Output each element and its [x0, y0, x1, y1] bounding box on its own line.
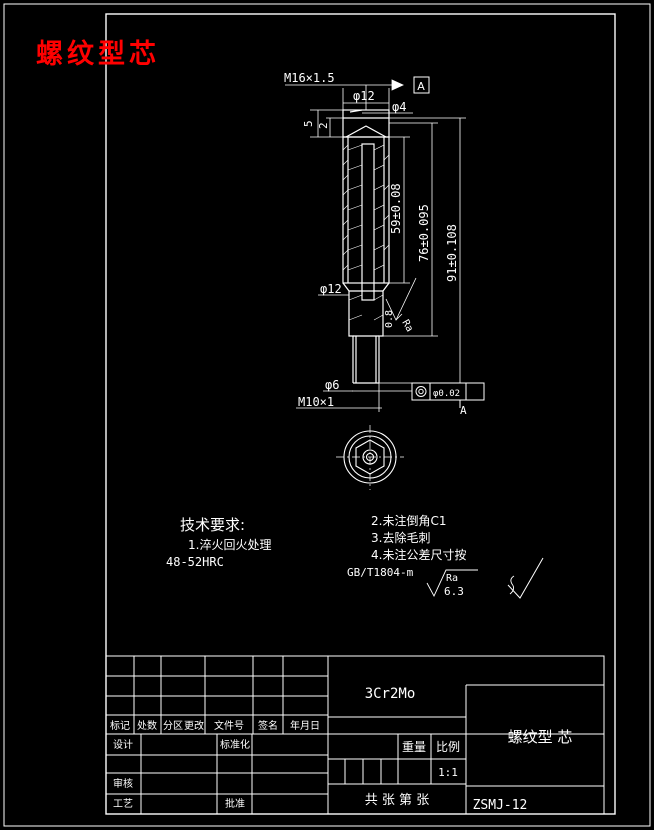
dim-2: 2 — [317, 122, 330, 129]
dim-thread-top: M16×1.5 — [284, 71, 335, 85]
tb-weight-label: 重量 — [402, 740, 426, 754]
datum-label: A — [417, 80, 425, 93]
outer-frame — [3, 3, 651, 827]
tb-r-process: 工艺 — [113, 798, 133, 810]
rough-label: Ra — [399, 318, 415, 334]
req-ra-value: 6.3 — [444, 585, 464, 598]
tb-scale-value: 1:1 — [438, 766, 458, 779]
req-item1b: 48-52HRC — [166, 555, 224, 569]
req-item4b: GB/T1804-m — [347, 566, 414, 579]
tolerance-frame — [411, 382, 485, 408]
tb-h-mark: 标记 — [110, 720, 130, 732]
rough-value: 0.8 — [384, 310, 395, 328]
dim-5: 5 — [302, 120, 315, 127]
technical-requirements: 技术要求: 1.淬火回火处理 48-52HRC 2.未注倒角C1 3.去除毛刺 … — [166, 513, 544, 599]
tb-r-review: 审核 — [113, 777, 133, 790]
part-top-view — [336, 425, 404, 490]
req-ra-label: Ra — [446, 573, 458, 584]
req-item1: 1.淬火回火处理 — [188, 537, 271, 552]
tb-h-change: 更改 — [184, 719, 204, 732]
tb-r-design: 设计 — [113, 738, 133, 751]
part-front-view — [342, 109, 390, 384]
req-title: 技术要求: — [180, 516, 245, 534]
dim-dia-12-top: φ12 — [353, 89, 375, 103]
tolerance-datum: A — [460, 404, 467, 417]
dim-dia-4: φ4 — [392, 100, 406, 114]
tb-h-zone: 分区 — [163, 720, 183, 732]
section-hatching — [342, 144, 390, 321]
tb-drawing-no: ZSMJ-12 — [473, 798, 528, 813]
req-item3: 3.去除毛刺 — [371, 530, 430, 545]
dim-len-91: 91±0.108 — [445, 224, 459, 282]
title-block — [105, 655, 605, 815]
tb-h-docno: 文件号 — [214, 719, 244, 732]
tolerance-value: φ0.02 — [433, 389, 460, 399]
dim-dia-12-mid: φ12 — [320, 282, 342, 296]
tb-r-approve: 批准 — [225, 797, 245, 810]
tb-r-standard: 标准化 — [220, 738, 250, 751]
dim-len-59: 59±0.08 — [389, 183, 403, 234]
datum-box — [413, 76, 430, 94]
tb-h-count: 处数 — [137, 719, 157, 732]
dim-len-76: 76±0.095 — [417, 204, 431, 262]
tb-material: 3Cr2Mo — [365, 686, 416, 702]
tb-h-sign: 签名 — [258, 719, 278, 732]
tb-part-name: 螺纹型 芯 — [508, 728, 573, 746]
req-item2: 2.未注倒角C1 — [371, 513, 446, 528]
req-item4: 4.未注公差尺寸按 — [371, 547, 466, 562]
tb-h-date: 年月日 — [290, 719, 320, 732]
title-block-text: 3Cr2Mo 螺纹型 芯 ZSMJ-12 重量 比例 1:1 共 张 第 张 标… — [110, 686, 572, 813]
tb-scale-label: 比例 — [436, 740, 460, 754]
page-label: 螺纹型芯 — [36, 39, 160, 70]
dim-thread-bottom: M10×1 — [298, 395, 334, 409]
dimension-lines — [285, 79, 466, 412]
dim-dia-6: φ6 — [325, 378, 339, 392]
inner-frame — [105, 13, 616, 815]
tb-sheets: 共 张 第 张 — [365, 793, 429, 808]
